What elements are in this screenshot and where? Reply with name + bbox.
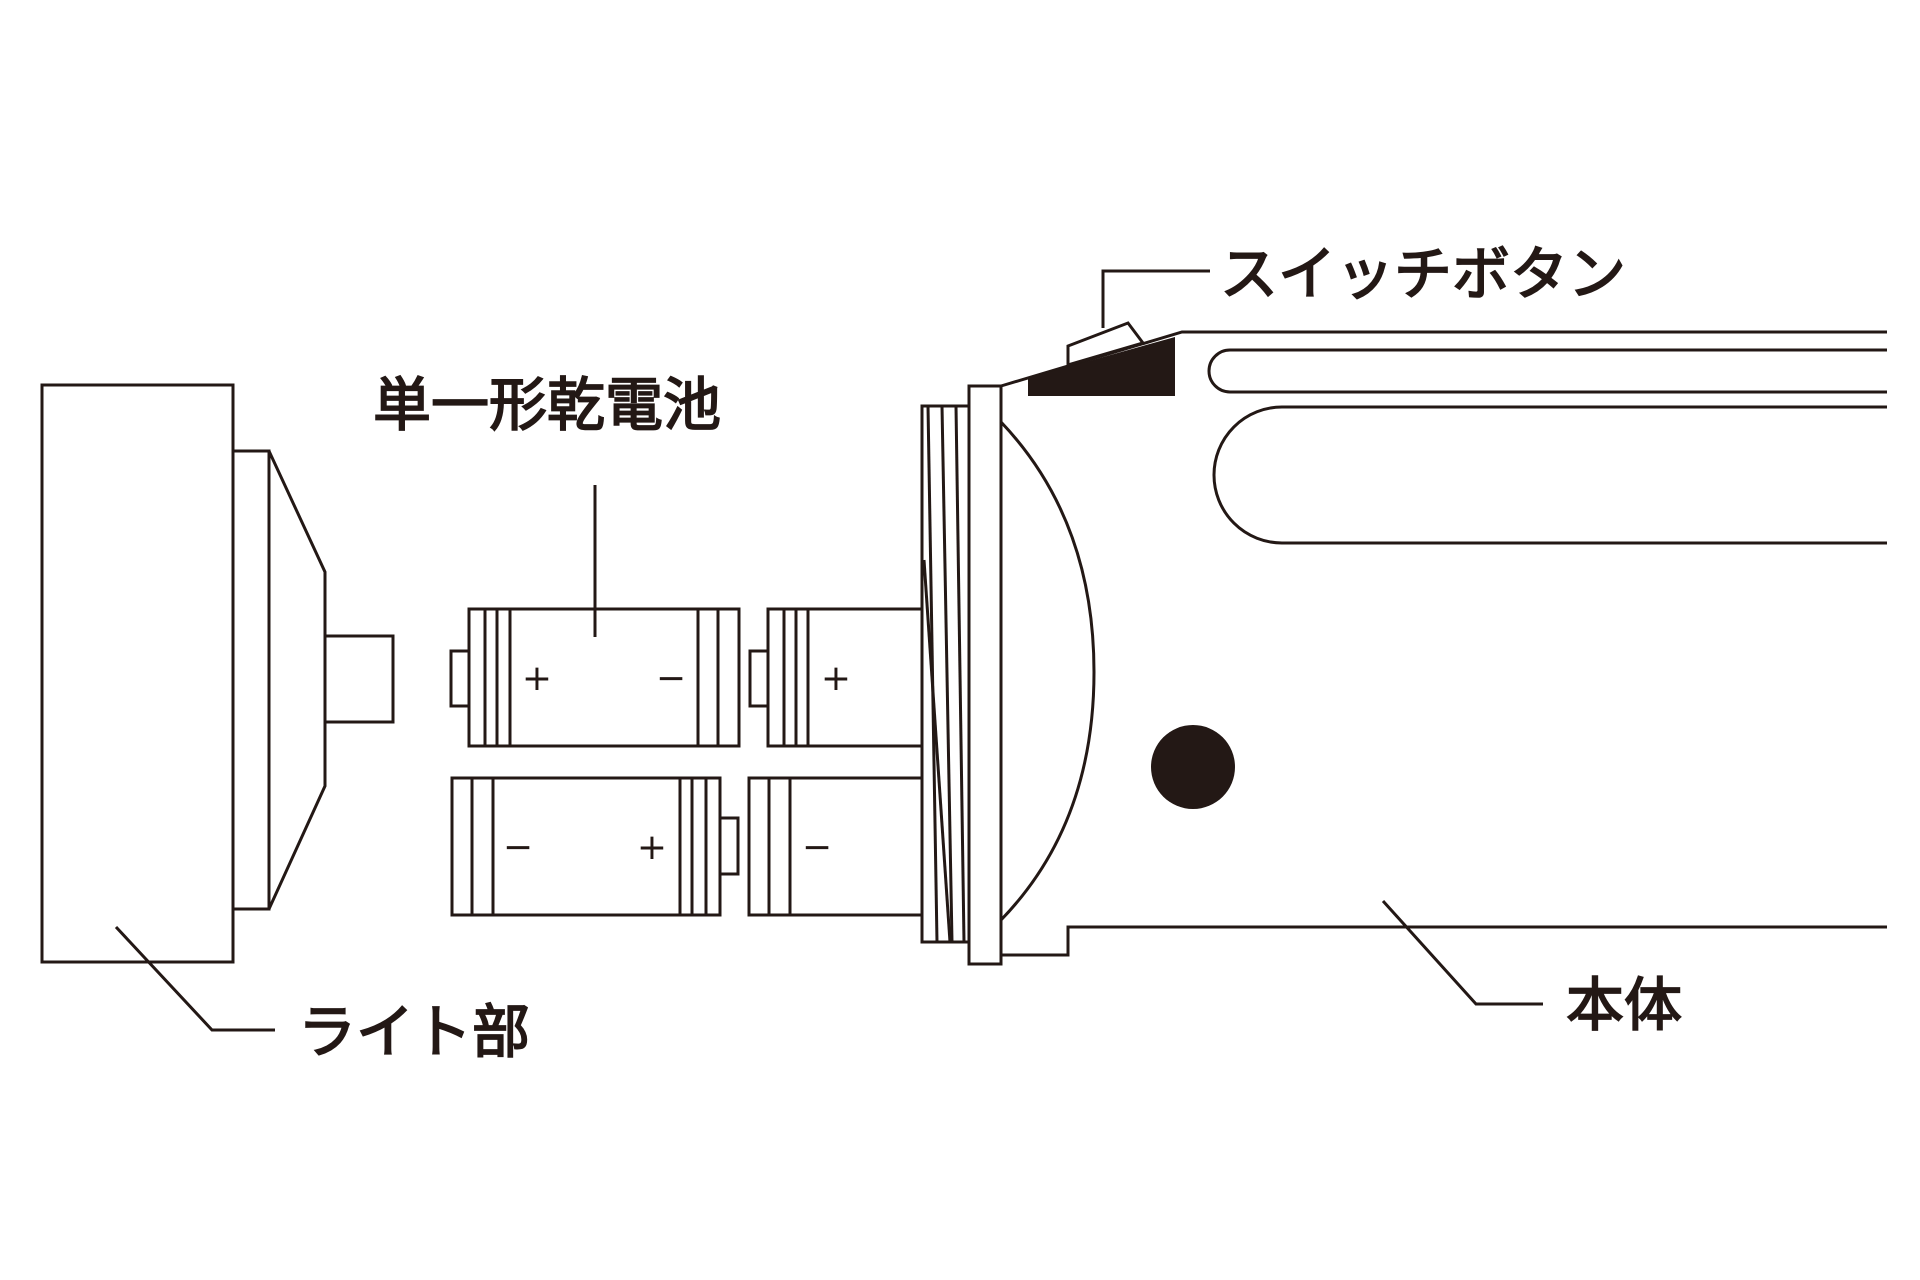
strap-hole: [1151, 725, 1235, 809]
leader-light: [114, 925, 275, 1032]
light-collar: [231, 449, 271, 911]
switch-button: [1028, 321, 1175, 396]
leader-switch: [1101, 269, 1210, 328]
switch-base: [1028, 337, 1175, 396]
battery-body: [766, 607, 922, 748]
body-bottom-edge: [1001, 925, 1887, 957]
battery-body: [747, 776, 922, 917]
battery-terminal: [748, 649, 770, 708]
battery-terminal: [718, 816, 740, 876]
label-battery: 単一形乾電池: [373, 371, 721, 439]
light-part: [40, 383, 395, 964]
light-housing: [40, 383, 235, 964]
light-cone: [267, 450, 327, 910]
sign-minus: −: [656, 658, 686, 699]
battery-terminal: [449, 649, 471, 708]
battery-body: [467, 607, 741, 748]
label-main-body: 本体: [1566, 971, 1682, 1039]
label-light-part: ライト部: [298, 998, 530, 1066]
battery-top-right: [748, 607, 922, 748]
upper-slot: [1207, 348, 1887, 394]
end-flange: [967, 384, 1003, 966]
switch-slider: [1066, 321, 1146, 368]
leader-body: [1381, 899, 1543, 1006]
battery-top-left: [449, 607, 741, 748]
sign-plus: +: [821, 658, 851, 699]
label-switch-button: スイッチボタン: [1220, 240, 1626, 308]
light-contact: [323, 634, 395, 724]
sign-minus: −: [802, 827, 832, 868]
battery-bottom-right: [747, 776, 922, 917]
body-top-edge: [1000, 330, 1887, 388]
body-front-curve: [999, 420, 1096, 922]
sign-plus: +: [637, 827, 667, 868]
sign-minus: −: [503, 827, 533, 868]
battery-bottom-left: [450, 776, 740, 917]
lower-slot: [1212, 405, 1887, 545]
sign-plus: +: [522, 658, 552, 699]
main-body: [920, 330, 1887, 966]
